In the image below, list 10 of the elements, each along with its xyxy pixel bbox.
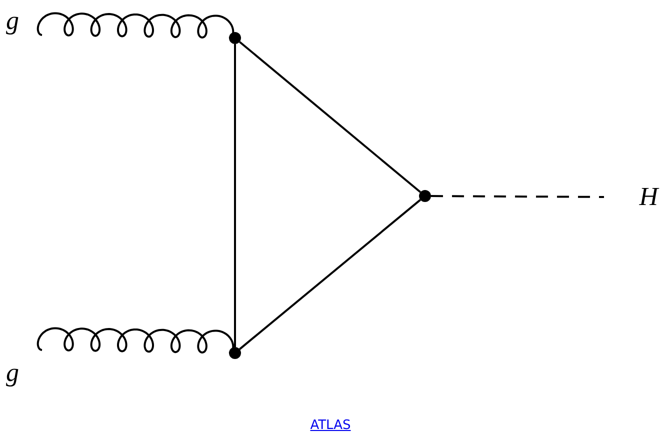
propagator-line	[238, 41, 422, 193]
particle-label: g	[6, 360, 19, 386]
source-link: ATLAS	[310, 417, 351, 433]
propagator-line	[234, 44, 236, 347]
gluon-line	[36, 12, 234, 39]
dashed-line	[431, 195, 604, 198]
gluon-line	[36, 327, 234, 354]
particle-label: H	[639, 184, 658, 210]
propagator-line	[238, 199, 422, 350]
particle-label: g	[6, 8, 19, 34]
